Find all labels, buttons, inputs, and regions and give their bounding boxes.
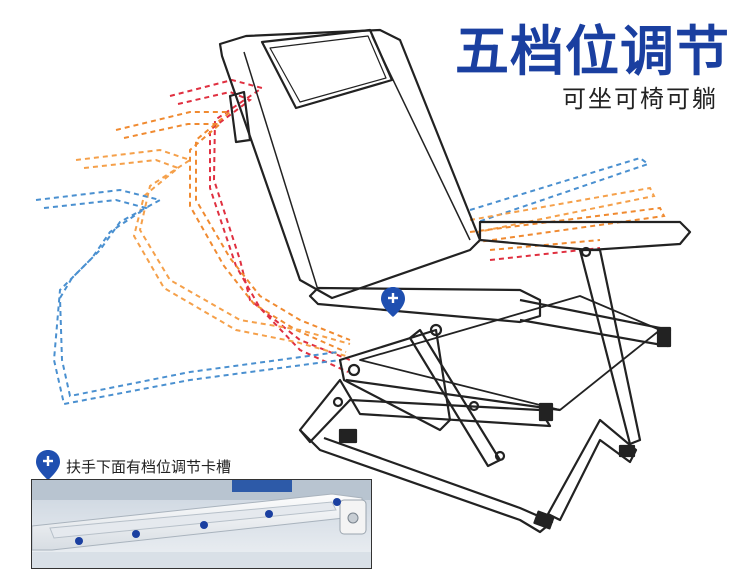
recline-position-orange-2 [75,148,351,345]
seat-panel [359,295,661,411]
recline-position-outlines [35,78,666,406]
front-armrest [308,286,542,324]
headrest-pillow [260,28,394,110]
chair-frame [218,28,692,534]
rivet-5 [494,450,506,462]
recline-position-blue [35,188,341,406]
recline-position-orange-2-inner [83,158,347,357]
headrest-pillow-seam [269,35,387,103]
adjustment-slot-photo [31,479,372,569]
recline-position-orange-1-inner [123,123,347,353]
plus-icon [388,293,398,303]
slot-end-screw [347,512,359,524]
slot-marker-5 [333,498,341,506]
page-subtitle: 可坐可椅可躺 [562,85,718,113]
foot-cap-3 [618,444,636,458]
lower-frame [298,378,552,444]
slot-marker-2 [132,530,140,538]
rivet-6 [332,396,344,408]
slot-position-markers [75,498,341,545]
rear-leg [578,248,642,446]
adjustment-slot-drawing [32,480,371,568]
back-hinge [228,90,252,144]
base-runner-right [546,418,638,522]
plus-icon [43,456,53,466]
slot-marker-1 [75,537,83,545]
photo-lower-band [32,552,371,568]
detail-caption: 扶手下面有档位调节卡槽 [66,458,232,476]
location-pin-icon [36,450,60,480]
foot-cap-2 [533,510,555,530]
front-leg-1 [338,328,452,432]
rivet-4 [468,400,480,412]
rivet-3 [580,246,592,258]
cross-brace [345,378,561,412]
slot-marker-3 [200,521,208,529]
slot-marker-4 [265,510,273,518]
armrest-ghost-blue [469,156,651,223]
slot-groove [49,501,337,539]
backrest-frame [218,28,482,300]
recline-position-red-inner [177,90,349,373]
page-title: 五档位调节 [455,20,730,83]
rivet-2 [429,323,443,337]
arm-cap-1 [656,326,672,348]
recline-position-blue-inner [43,198,339,398]
rear-armrest [478,220,692,252]
backrest-fabric-right [371,35,471,241]
recline-position-orange-1 [115,111,351,341]
arm-cap-2 [538,402,554,422]
backrest-fabric-left [243,51,319,291]
foot-cap-1 [338,428,358,444]
base-runner-left [299,429,554,534]
blue-label-sticker [232,480,292,492]
front-leg-2 [408,328,502,468]
location-pin-icon [381,287,405,317]
armrest-ghost-orange-1 [469,186,656,233]
rivet-1 [347,363,361,377]
